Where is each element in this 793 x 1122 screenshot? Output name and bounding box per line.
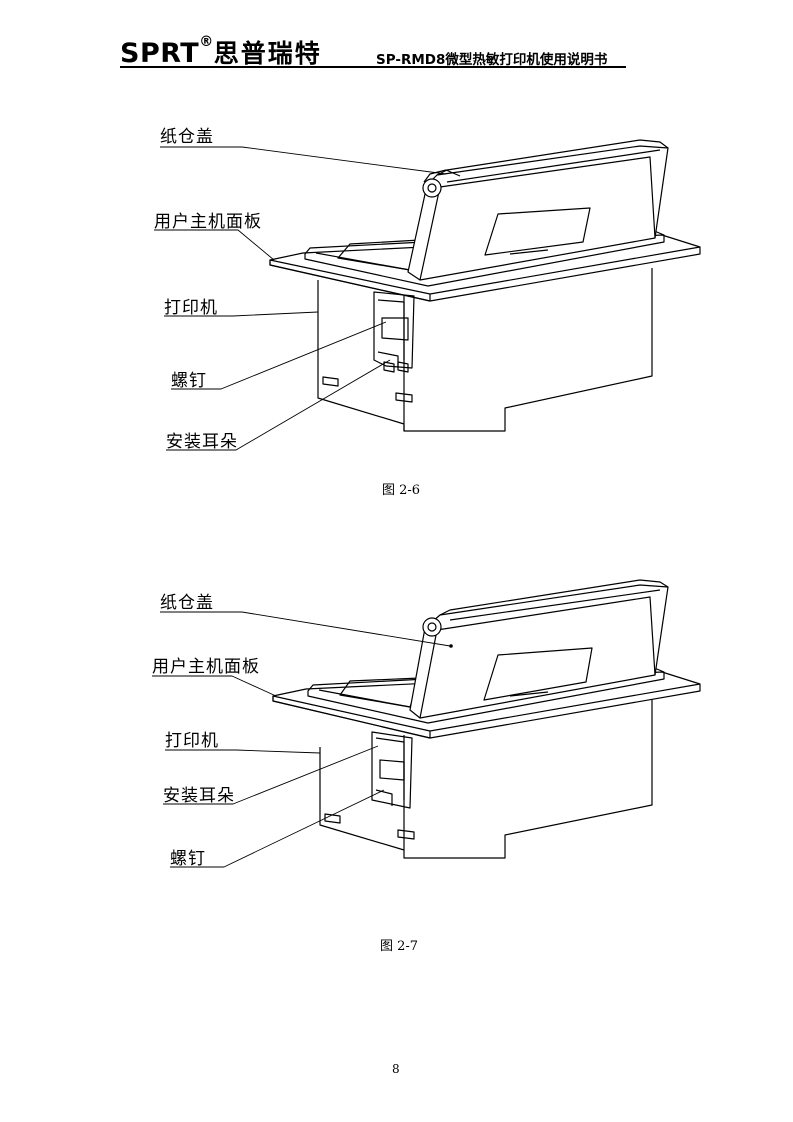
registered-mark: ® [199, 34, 214, 50]
document-title: SP-RMD8微型热敏打印机使用说明书 [376, 52, 608, 68]
label-host-panel: 用户主机面板 [152, 657, 260, 677]
page-number: 8 [392, 1062, 400, 1076]
label-printer: 打印机 [164, 298, 218, 318]
header-rule [120, 66, 626, 68]
label-screw: 螺钉 [170, 849, 206, 869]
label-mounting-ear: 安装耳朵 [163, 786, 235, 806]
figure-caption: 图 2-7 [380, 939, 419, 954]
figure-2-7: 纸仓盖 用户主机面板 打印机 安装耳朵 螺钉 图 2-7 [0, 560, 793, 980]
printer-drawing-open-lid-alt [152, 579, 701, 868]
brand-name-cn: 思普瑞特 [213, 39, 322, 68]
label-paper-cover: 纸仓盖 [160, 593, 214, 613]
brand-logo: SPRT®思普瑞特 [120, 34, 322, 70]
figure-2-6: 纸仓盖 用户主机面板 打印机 螺钉 安装耳朵 图 2-6 [0, 90, 793, 510]
label-printer: 打印机 [165, 731, 219, 751]
label-host-panel: 用户主机面板 [154, 212, 262, 232]
label-screw: 螺钉 [171, 371, 207, 391]
label-mounting-ear: 安装耳朵 [166, 432, 238, 452]
figure-caption: 图 2-6 [382, 483, 421, 498]
printer-drawing-open-lid [154, 139, 701, 451]
brand-name: SPRT [120, 38, 200, 69]
label-paper-cover: 纸仓盖 [160, 127, 214, 147]
